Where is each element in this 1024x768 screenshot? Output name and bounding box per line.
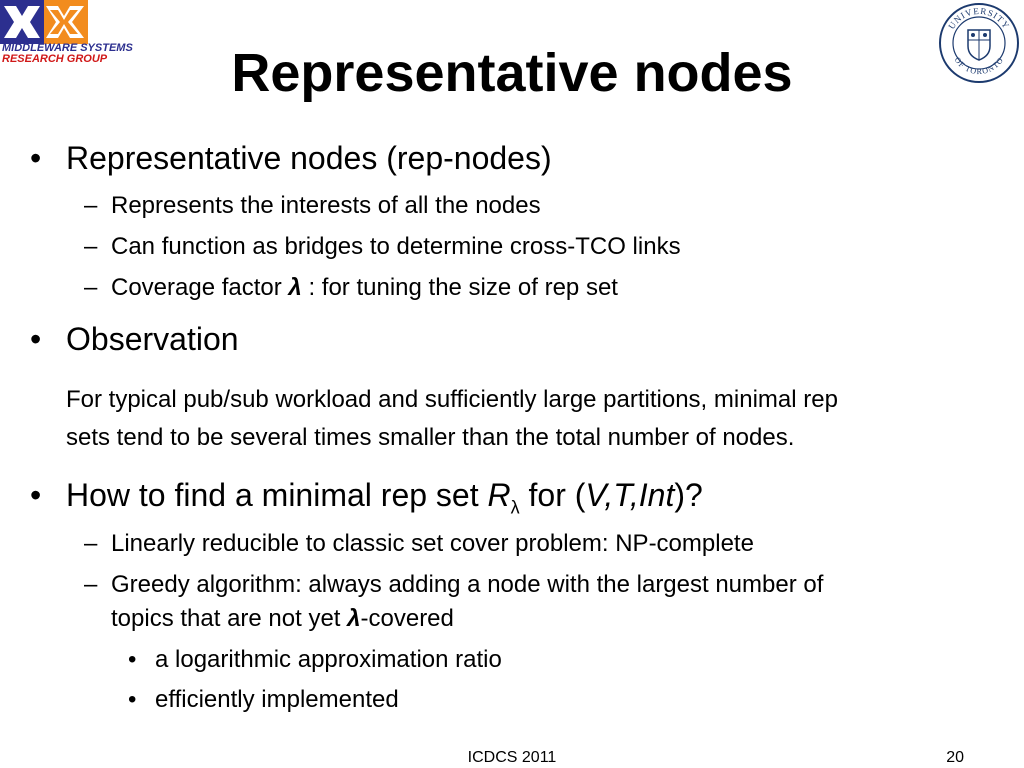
- bullet-rep-nodes: Representative nodes (rep-nodes): [66, 140, 552, 176]
- question-after: )?: [674, 477, 703, 513]
- lambda-symbol: λ: [288, 274, 302, 301]
- question-mid: for (: [519, 477, 586, 513]
- logo-line-2: RESEARCH GROUP: [2, 53, 108, 65]
- dash-marker: –: [84, 274, 98, 301]
- observation-note-line-1: For typical pub/sub workload and suffici…: [66, 386, 838, 413]
- subsub-bullet-efficient: efficiently implemented: [155, 686, 399, 713]
- question-before: How to find a minimal rep set: [66, 477, 488, 513]
- msrg-logo-text: MIDDLEWARE SYSTEMS RESEARCH GROUP: [2, 43, 162, 65]
- bullet-marker: •: [30, 321, 42, 357]
- sub-bullet-represents: Represents the interests of all the node…: [111, 192, 541, 219]
- sub-bullet-greedy-line-1: Greedy algorithm: always adding a node w…: [111, 571, 824, 598]
- dash-marker: –: [84, 233, 98, 260]
- sub-bullet-bridges: Can function as bridges to determine cro…: [111, 233, 681, 260]
- bullet-marker: •: [30, 140, 42, 176]
- coverage-text-after: : for tuning the size of rep set: [301, 274, 618, 301]
- msrg-logo-icon: [0, 0, 88, 44]
- lambda-subscript: λ: [510, 497, 520, 518]
- greedy-before: topics that are not yet: [111, 605, 348, 632]
- vars-symbols: V,T,Int: [585, 477, 675, 513]
- greedy-after: -covered: [360, 605, 454, 632]
- coverage-text-before: Coverage factor: [111, 274, 289, 301]
- slide-title: Representative nodes: [231, 43, 793, 103]
- subsub-bullet-marker: •: [128, 686, 137, 713]
- bullet-observation: Observation: [66, 321, 239, 357]
- sub-bullet-np-complete: Linearly reducible to classic set cover …: [111, 530, 754, 557]
- footer-page-number: 20: [946, 749, 964, 766]
- subsub-bullet-marker: •: [128, 646, 137, 673]
- footer-conference: ICDCS 2011: [467, 749, 557, 766]
- subsub-bullet-log-ratio: a logarithmic approximation ratio: [155, 646, 502, 673]
- dash-marker: –: [84, 571, 98, 598]
- university-seal-icon: UNIVERSITY OF TORONTO: [939, 3, 1019, 83]
- logo-line-1: MIDDLEWARE SYSTEMS: [2, 42, 133, 54]
- bullet-minimal-rep-set: How to find a minimal rep set Rλ for (V,…: [66, 476, 703, 526]
- observation-note-line-2: sets tend to be several times smaller th…: [66, 424, 795, 451]
- dash-marker: –: [84, 192, 98, 219]
- sub-bullet-coverage-factor: Coverage factor λ : for tuning the size …: [111, 273, 618, 303]
- bullet-marker: •: [30, 477, 42, 513]
- sub-bullet-greedy-line-2: topics that are not yet λ-covered: [111, 604, 454, 634]
- lambda-symbol: λ: [347, 605, 361, 632]
- dash-marker: –: [84, 530, 98, 557]
- R-symbol: R: [487, 477, 511, 513]
